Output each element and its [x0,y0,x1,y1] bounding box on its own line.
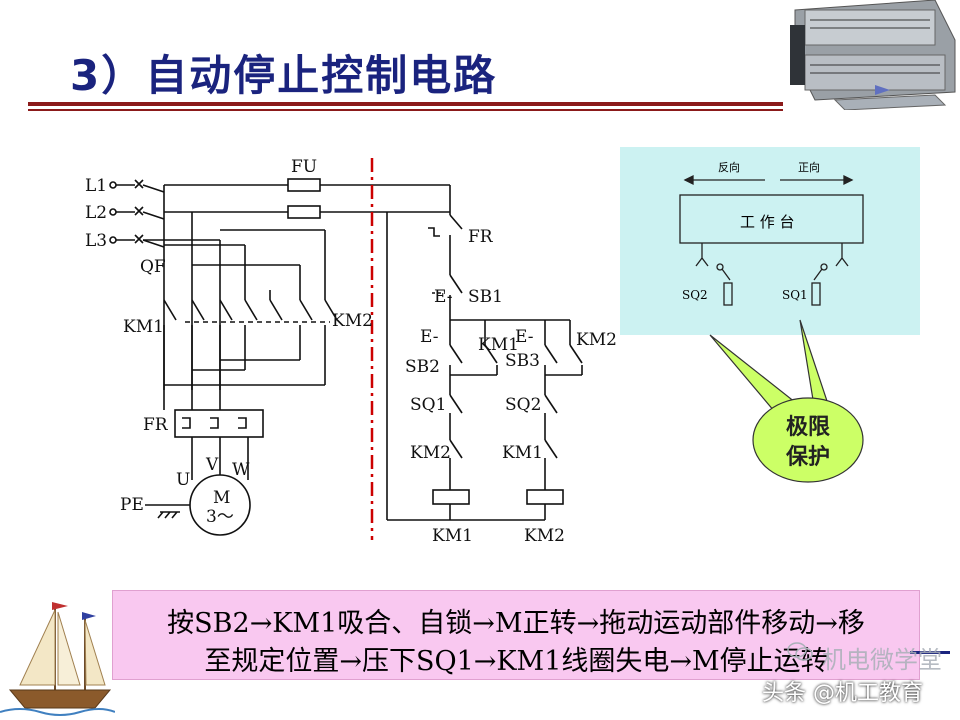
page-title: 3）自动停止控制电路 [70,51,498,100]
label-KM2-interlock: KM2 [410,443,451,463]
label-E-SB1: E- [434,287,452,307]
label-W: W [232,460,250,480]
label-KM1-aux: KM1 [478,335,519,355]
label-L2: L2 [85,203,107,223]
label-worktable: 工 作 台 [740,213,795,231]
label-V: V [205,455,219,475]
worktable-panel: 反向 正向 工 作 台 SQ2 SQ1 [620,147,920,335]
label-reverse: 反向 [718,160,740,174]
label-PE: PE [120,495,144,515]
explanation-caption: 按SB2→KM1吸合、自锁→M正转→拖动运动部件移动→移 至规定位置→压下SQ1… [112,590,920,680]
watermark-bottom: 头条 @机工教育 [762,681,923,706]
label-SQ1-panel: SQ1 [782,288,808,302]
label-M3: 3～ [206,507,234,527]
label-FR-ctrl: FR [468,227,494,247]
label-SB2: SB2 [405,357,440,377]
title-rule-thick [28,102,783,106]
label-SB1: SB1 [468,287,503,307]
label-U: U [176,470,190,490]
plc-module-image [790,0,956,110]
label-coil-KM2: KM2 [524,526,565,546]
label-FR-main: FR [143,415,169,435]
caption-line1: 按SB2→KM1吸合、自锁→M正转→拖动运动部件移动→移 [167,608,865,639]
label-KM1-interlock: KM1 [502,443,543,463]
callout-line1: 极限 [786,415,830,440]
title-rule-thin [28,109,783,111]
label-M: M [213,488,230,508]
label-KM1-main: KM1 [123,317,164,337]
label-L1: L1 [85,176,107,196]
label-KM2-aux: KM2 [576,330,617,350]
label-SQ1: SQ1 [410,395,446,415]
label-QF: QF [140,257,166,277]
footer-rule [910,651,950,654]
label-E-SB2: E- [420,327,438,347]
label-forward: 正向 [798,160,820,174]
sailboat-image [0,602,115,716]
label-E-SB3: E- [515,327,533,347]
wechat-icon [787,642,813,661]
callout-line2: 保护 [785,445,830,470]
label-L3: L3 [85,231,107,251]
caption-line2: 至规定位置→压下SQ1→KM1线圈失电→M停止运转 [204,646,828,677]
label-SB3: SB3 [505,351,540,371]
label-FU: FU [291,157,317,177]
label-SQ2: SQ2 [505,395,541,415]
label-KM2-main: KM2 [332,311,373,331]
label-SQ2-panel: SQ2 [682,288,708,302]
watermark-top: 机电微学堂 [822,646,942,674]
label-coil-KM1: KM1 [432,526,473,546]
